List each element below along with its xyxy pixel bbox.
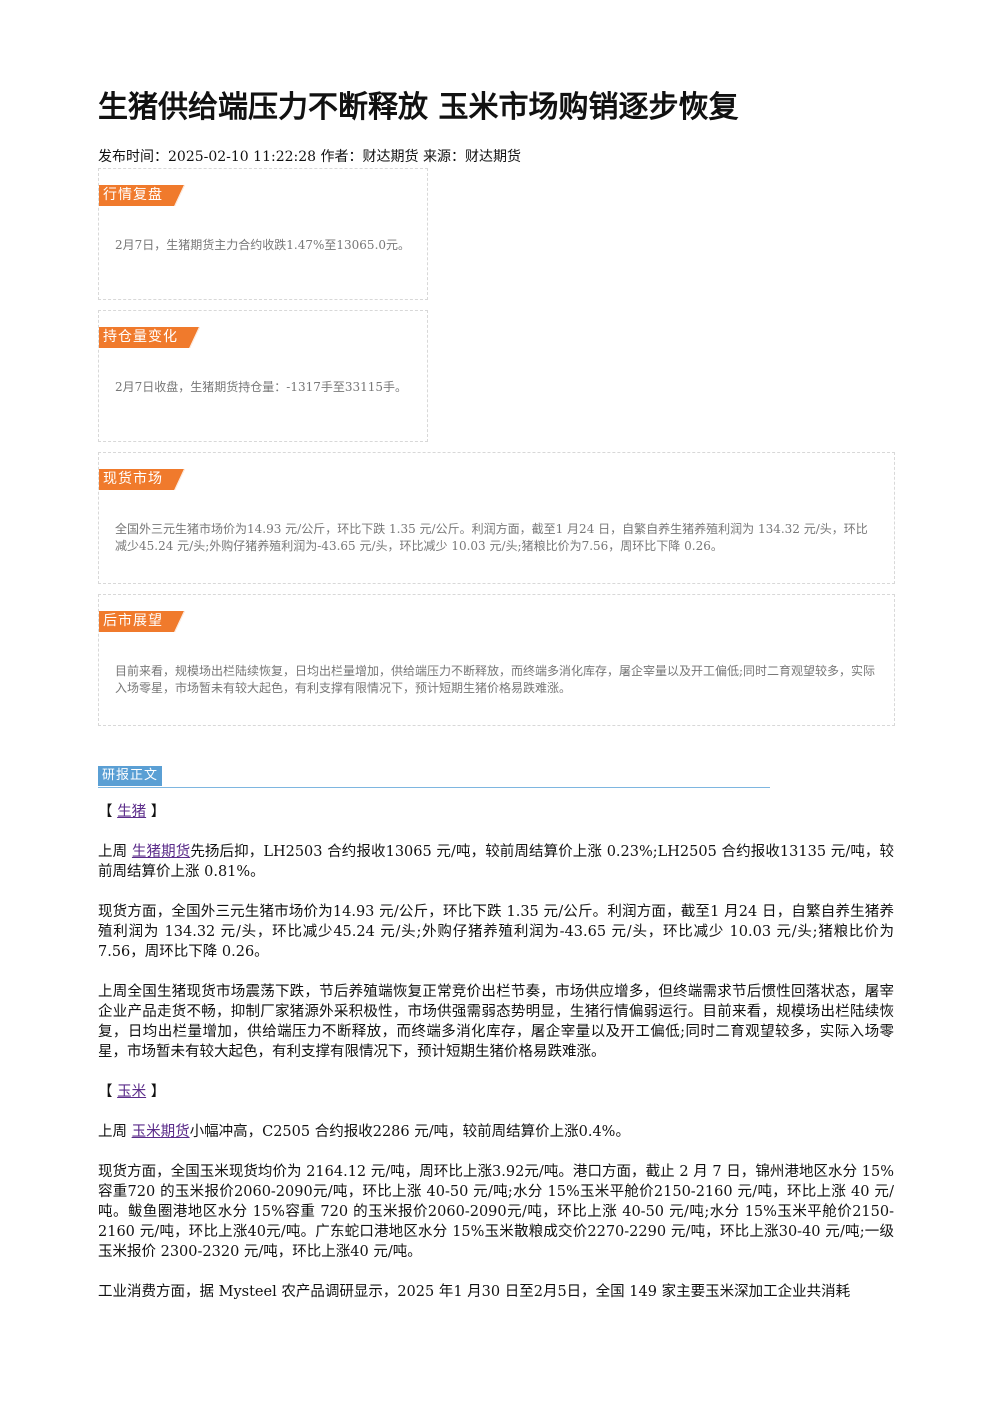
article-title: 生猪供给端压力不断释放 玉米市场购销逐步恢复 <box>98 90 739 125</box>
hog-paragraph-1: 上周 生猪期货先扬后抑，LH2503 合约报收13065 元/吨，较前周结算价上… <box>98 844 895 880</box>
hog-heading-link[interactable]: 生猪 <box>117 804 147 820</box>
report-section-label: 研报正文 <box>98 766 163 786</box>
hog-futures-link[interactable]: 生猪期货 <box>131 844 191 860</box>
report-section-header: 研报正文 <box>98 766 770 788</box>
corn-heading-link[interactable]: 玉米 <box>117 1084 147 1100</box>
hog-paragraph-3: 上周全国生猪现货市场震荡下跌，节后养殖端恢复正常竞价出栏节奏，市场供应增多，但终… <box>98 984 894 1060</box>
hog-heading: 【 生猪 】 <box>98 804 166 820</box>
article-meta: 发布时间：2025-02-10 11:22:28 作者：财达期货 来源：财达期货 <box>98 149 521 165</box>
summary-text: 2月7日，生猪期货主力合约收跌1.47%至13065.0元。 <box>115 238 411 252</box>
summary-box-market-review: 行情复盘 2月7日，生猪期货主力合约收跌1.47%至13065.0元。 <box>98 168 428 300</box>
summary-tag: 行情复盘 <box>99 185 185 206</box>
summary-tag: 持仓量变化 <box>99 327 200 348</box>
corn-futures-link[interactable]: 玉米期货 <box>131 1124 190 1140</box>
corn-paragraph-1: 上周 玉米期货小幅冲高，C2505 合约报收2286 元/吨，较前周结算价上涨0… <box>98 1124 630 1140</box>
summary-box-spot-market: 现货市场 全国外三元生猪市场价为14.93 元/公斤，环比下跌 1.35 元/公… <box>98 452 895 584</box>
summary-text: 目前来看，规模场出栏陆续恢复，日均出栏量增加，供给端压力不断释放，而终端多消化库… <box>115 664 876 695</box>
summary-tag: 后市展望 <box>99 611 185 632</box>
summary-tag: 现货市场 <box>99 469 185 490</box>
summary-text: 全国外三元生猪市场价为14.93 元/公斤，环比下跌 1.35 元/公斤。利润方… <box>115 522 868 553</box>
summary-box-outlook: 后市展望 目前来看，规模场出栏陆续恢复，日均出栏量增加，供给端压力不断释放，而终… <box>98 594 895 726</box>
corn-paragraph-2: 现货方面，全国玉米现货均价为 2164.12 元/吨，周环比上涨3.92元/吨。… <box>98 1164 894 1260</box>
corn-paragraph-3: 工业消费方面，据 Mysteel 农产品调研显示，2025 年1 月30 日至2… <box>98 1284 851 1300</box>
hog-paragraph-2: 现货方面，全国外三元生猪市场价为14.93 元/公斤，环比下跌 1.35 元/公… <box>98 904 894 960</box>
summary-box-position-change: 持仓量变化 2月7日收盘，生猪期货持仓量：-1317手至33115手。 <box>98 310 428 442</box>
corn-heading: 【 玉米 】 <box>98 1084 166 1100</box>
summary-text: 2月7日收盘，生猪期货持仓量：-1317手至33115手。 <box>115 380 408 394</box>
